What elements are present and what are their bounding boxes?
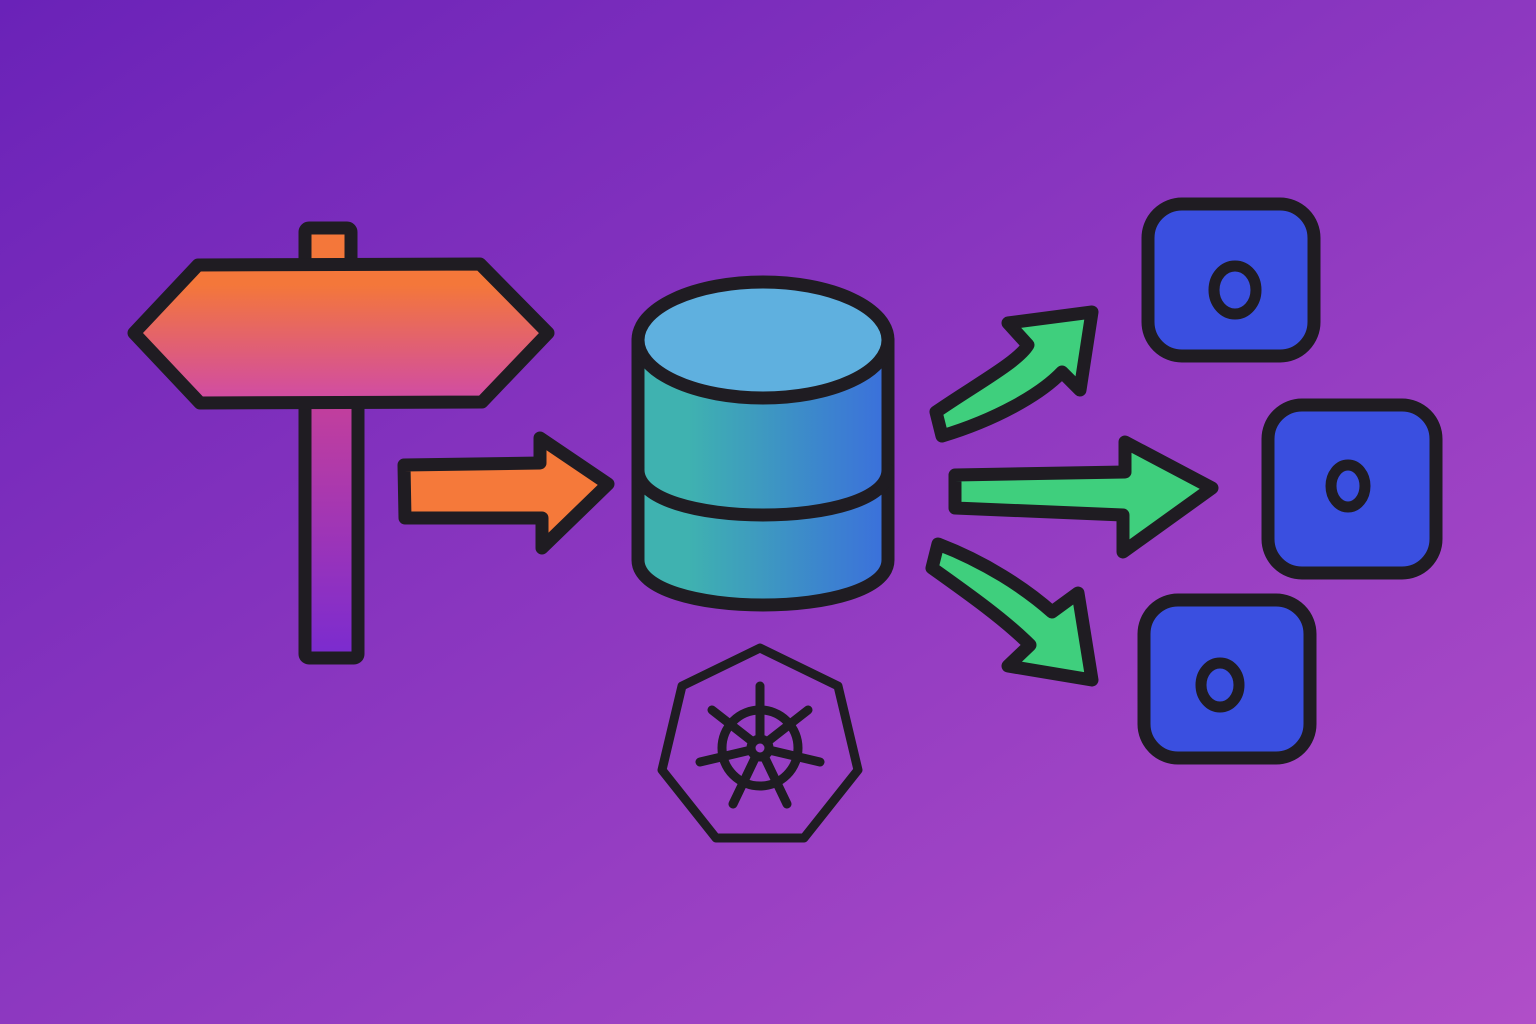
- ingress-arrow-icon: [397, 431, 615, 555]
- database-middle-band: [631, 463, 895, 522]
- signpost-icon: [127, 221, 555, 665]
- database-top: [631, 275, 895, 405]
- pod-node-icon-top: [1141, 197, 1321, 363]
- helm-spokes: [695, 681, 825, 809]
- signpost-board: [127, 257, 555, 410]
- pod-node-icon-middle: [1261, 398, 1443, 580]
- fanout-arrows: [925, 305, 1219, 687]
- fanout-arrow-up-icon: [929, 305, 1099, 443]
- fanout-arrow-right-icon: [948, 435, 1219, 559]
- fanout-arrow-down-icon: [925, 537, 1099, 687]
- database-body: [631, 333, 895, 612]
- pod-node-icon-bottom: [1137, 593, 1317, 765]
- database-cylinder-icon: [631, 275, 895, 612]
- kubernetes-helm-icon: [657, 643, 863, 843]
- signpost-post: [298, 385, 365, 665]
- kubernetes-heptagon: [657, 643, 863, 843]
